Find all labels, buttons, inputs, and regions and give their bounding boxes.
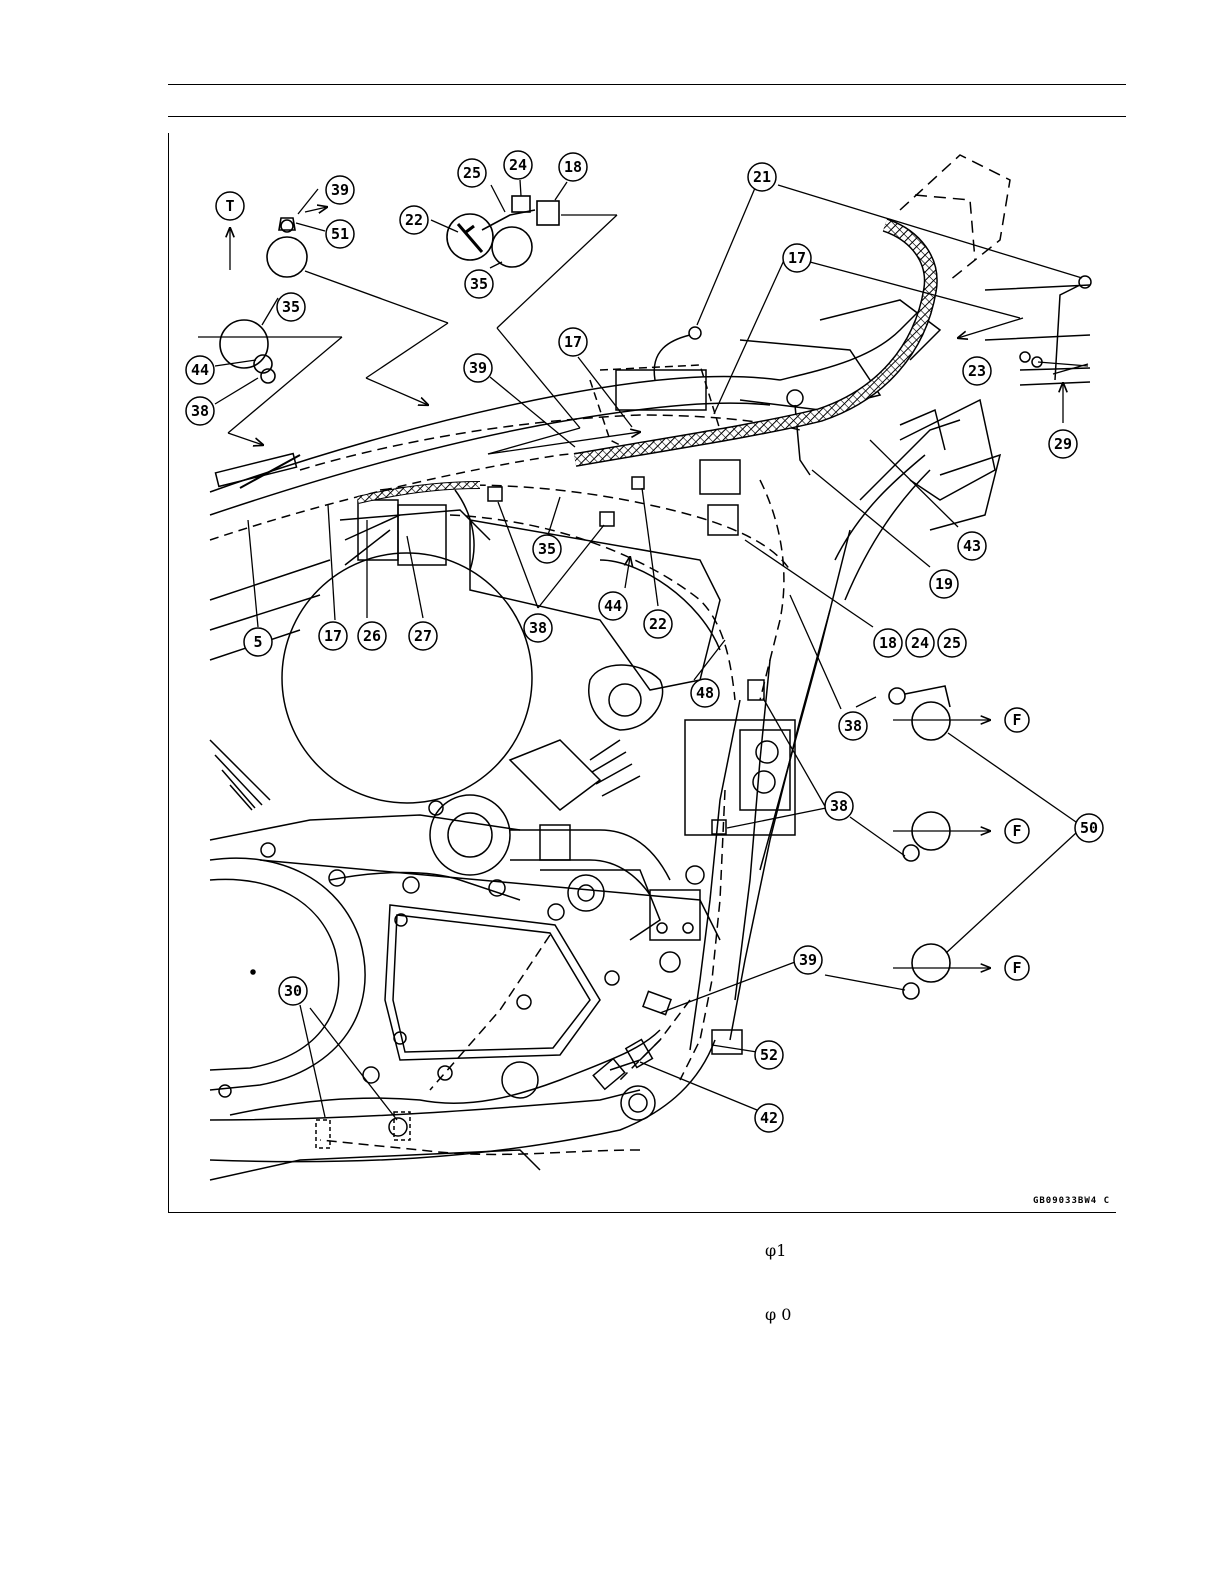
callout-42: 42 (760, 1109, 778, 1127)
callout-29: 29 (1054, 435, 1072, 453)
callout-48: 48 (696, 684, 714, 702)
callout-44: 44 (191, 361, 209, 379)
direction-front-label: F (1012, 822, 1021, 840)
callout-38: 38 (830, 797, 848, 815)
figure-reference-code: GB09033BW4 C (1033, 1196, 1110, 1206)
callout-39: 39 (469, 359, 487, 377)
callout-17: 17 (788, 249, 806, 267)
callout-38: 38 (529, 619, 547, 637)
callout-23: 23 (968, 362, 986, 380)
callout-5: 5 (253, 633, 262, 651)
callout-25: 25 (463, 164, 481, 182)
callout-43: 43 (963, 537, 981, 555)
callout-44: 44 (604, 597, 622, 615)
note-phi-1: φ1 (765, 1241, 786, 1260)
callout-21: 21 (753, 168, 771, 186)
callout-27: 27 (414, 627, 432, 645)
callout-22: 22 (649, 615, 667, 633)
callout-39: 39 (331, 181, 349, 199)
callout-18: 18 (879, 634, 897, 652)
direction-front-label: F (1012, 711, 1021, 729)
callout-22: 22 (405, 211, 423, 229)
callout-26: 26 (363, 627, 381, 645)
callout-38: 38 (191, 402, 209, 420)
direction-top-label: T (225, 197, 234, 215)
engine-drawing (210, 155, 1091, 1180)
callout-24: 24 (911, 634, 929, 652)
callout-39: 39 (799, 951, 817, 969)
callout-35: 35 (538, 540, 556, 558)
callout-25: 25 (943, 634, 961, 652)
callout-24: 24 (509, 156, 527, 174)
callout-52: 52 (760, 1046, 778, 1064)
air-cleaner-cover (282, 553, 532, 803)
callout-17: 17 (324, 627, 342, 645)
callout-51: 51 (331, 225, 349, 243)
callout-38: 38 (844, 717, 862, 735)
callout-18: 18 (564, 158, 582, 176)
callout-30: 30 (284, 982, 302, 1000)
callout-35: 35 (470, 275, 488, 293)
note-phi-2: φ 0 (765, 1305, 791, 1324)
callout-17: 17 (564, 333, 582, 351)
callout-19: 19 (935, 575, 953, 593)
callout-50: 50 (1080, 819, 1098, 837)
callout-35: 35 (282, 298, 300, 316)
direction-front-label: F (1012, 959, 1021, 977)
